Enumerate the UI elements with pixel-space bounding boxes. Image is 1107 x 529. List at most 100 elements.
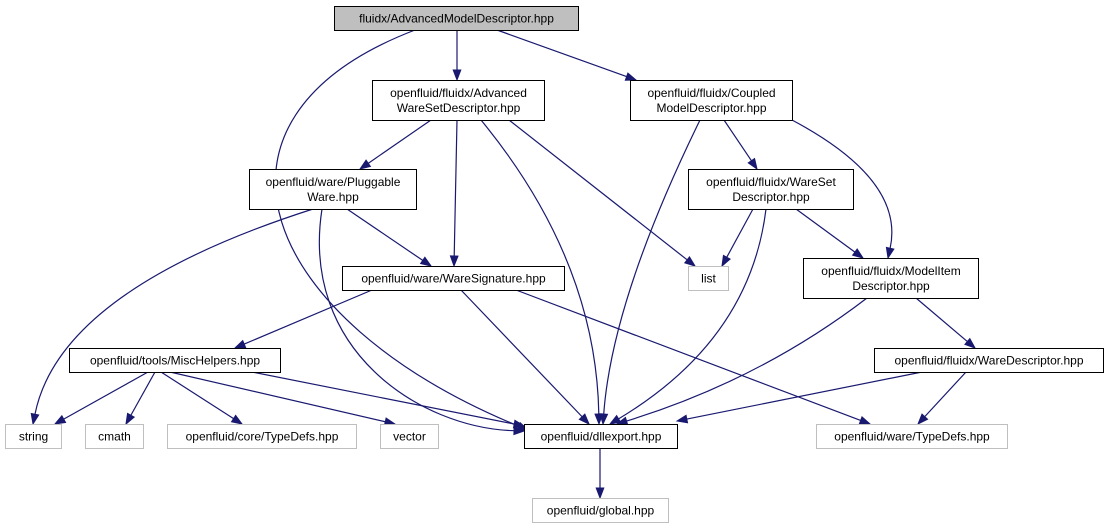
edge-line [453, 119, 458, 257]
edge-line [726, 208, 754, 258]
edge-wsig-to-wtd [515, 289, 872, 425]
node-wd[interactable]: openfluid/fluidx/WareDescriptor.hpp [874, 348, 1104, 373]
edge-line [34, 208, 314, 415]
node-wsd[interactable]: openfluid/fluidx/WareSetDescriptor.hpp [688, 169, 854, 210]
node-box [874, 348, 1104, 373]
edge-line [63, 371, 149, 420]
edge-wsig-to-dll [460, 289, 590, 426]
node-label: openfluid/ware/TypeDefs.hpp [834, 430, 990, 444]
node-awsd[interactable]: openfluid/fluidx/AdvancedWareSetDescript… [372, 80, 545, 121]
arrow-head [30, 412, 40, 426]
arrow-head [513, 426, 526, 436]
edge-line [496, 29, 627, 78]
node-box [85, 424, 144, 449]
arrow-head [419, 256, 433, 267]
arrow-head [851, 248, 865, 259]
arrow-head [964, 337, 977, 349]
edge-wsd-to-mid [795, 208, 865, 259]
node-label: string [19, 430, 48, 444]
edge-line [160, 371, 234, 420]
edge-line [515, 289, 861, 422]
node-label: vector [393, 430, 426, 444]
edge-mid-to-dll [615, 297, 868, 426]
node-glob[interactable]: openfluid/global.hpp [532, 498, 669, 523]
node-wtd[interactable]: openfluid/ware/TypeDefs.hpp [816, 424, 1008, 449]
node-label: openfluid/core/TypeDefs.hpp [186, 430, 339, 444]
node-string[interactable]: string [5, 424, 62, 449]
node-label: list [701, 272, 716, 286]
edge-line [723, 119, 752, 162]
arrow-head [858, 416, 872, 425]
node-ctd[interactable]: openfluid/core/TypeDefs.hpp [167, 424, 357, 449]
edges-layer [30, 29, 977, 500]
arrow-head [578, 413, 590, 426]
node-label: openfluid/tools/MiscHelpers.hpp [90, 354, 260, 368]
node-dll[interactable]: openfluid/dllexport.hpp [524, 424, 678, 449]
node-label: openfluid/fluidx/WareSet [706, 175, 836, 189]
node-box [342, 266, 565, 291]
edge-root-to-cmd [496, 29, 638, 81]
node-box [816, 424, 1008, 449]
nodes-layer: fluidx/AdvancedModelDescriptor.hpp openfl… [5, 6, 1104, 523]
edge-cmd-to-dll [599, 119, 701, 426]
edge-line [130, 371, 156, 416]
edge-line [480, 119, 600, 415]
edge-mh-to-string [53, 371, 149, 425]
node-box [5, 424, 62, 449]
arrow-head [233, 339, 247, 349]
edge-line [346, 208, 424, 261]
node-label: openfluid/global.hpp [547, 504, 655, 518]
node-wsig[interactable]: openfluid/ware/WareSignature.hpp [342, 266, 565, 291]
edge-mh-to-cmath [125, 371, 156, 426]
arrow-head [885, 246, 895, 260]
edge-pw-to-wsig [346, 208, 433, 267]
node-box [630, 80, 793, 121]
edge-line [460, 289, 583, 418]
node-vector[interactable]: vector [380, 424, 439, 449]
node-cmd[interactable]: openfluid/fluidx/CoupledModelDescriptor.… [630, 80, 793, 121]
node-cmath[interactable]: cmath [85, 424, 144, 449]
node-label: fluidx/AdvancedModelDescriptor.hpp [359, 12, 554, 26]
node-label: Descriptor.hpp [732, 190, 810, 204]
edge-awsd-to-wsig [449, 119, 459, 268]
edge-line [275, 29, 519, 427]
node-label: openfluid/fluidx/ModelItem [821, 264, 960, 278]
arrow-head [125, 412, 136, 426]
edge-line [251, 371, 515, 425]
arrow-head [675, 414, 689, 424]
edge-mh-to-ctd [160, 371, 244, 425]
edge-cmd-to-wsd [723, 119, 758, 171]
edge-root-to-awsd [452, 30, 462, 82]
node-label: ModelDescriptor.hpp [656, 101, 766, 115]
node-label: openfluid/ware/WareSignature.hpp [361, 272, 546, 286]
node-box [69, 348, 281, 373]
node-label: openfluid/fluidx/WareDescriptor.hpp [895, 354, 1084, 368]
edge-awsd-to-list [508, 119, 697, 267]
arrow-head [683, 255, 697, 267]
edge-line [603, 119, 701, 415]
node-root[interactable]: fluidx/AdvancedModelDescriptor.hpp [334, 6, 579, 31]
arrow-head [53, 414, 67, 425]
edge-line [618, 208, 767, 420]
node-label: cmath [98, 430, 131, 444]
node-mh[interactable]: openfluid/tools/MiscHelpers.hpp [69, 348, 281, 373]
edge-pw-to-dll [318, 208, 526, 436]
edge-wd-to-dll [675, 371, 923, 424]
edge-dll-to-glob [595, 448, 605, 500]
node-list[interactable]: list [688, 266, 729, 291]
node-box [688, 169, 854, 210]
edge-line [791, 119, 893, 249]
arrow-head [512, 419, 526, 429]
edge-line [169, 371, 386, 423]
node-label: Descriptor.hpp [852, 279, 930, 293]
arrow-head [358, 159, 372, 170]
node-box [524, 424, 678, 449]
edge-mh-to-dll [251, 371, 526, 429]
edge-awsd-to-pw [358, 119, 432, 170]
node-box [167, 424, 357, 449]
node-box [372, 80, 545, 121]
edge-mid-to-wd [915, 297, 977, 349]
